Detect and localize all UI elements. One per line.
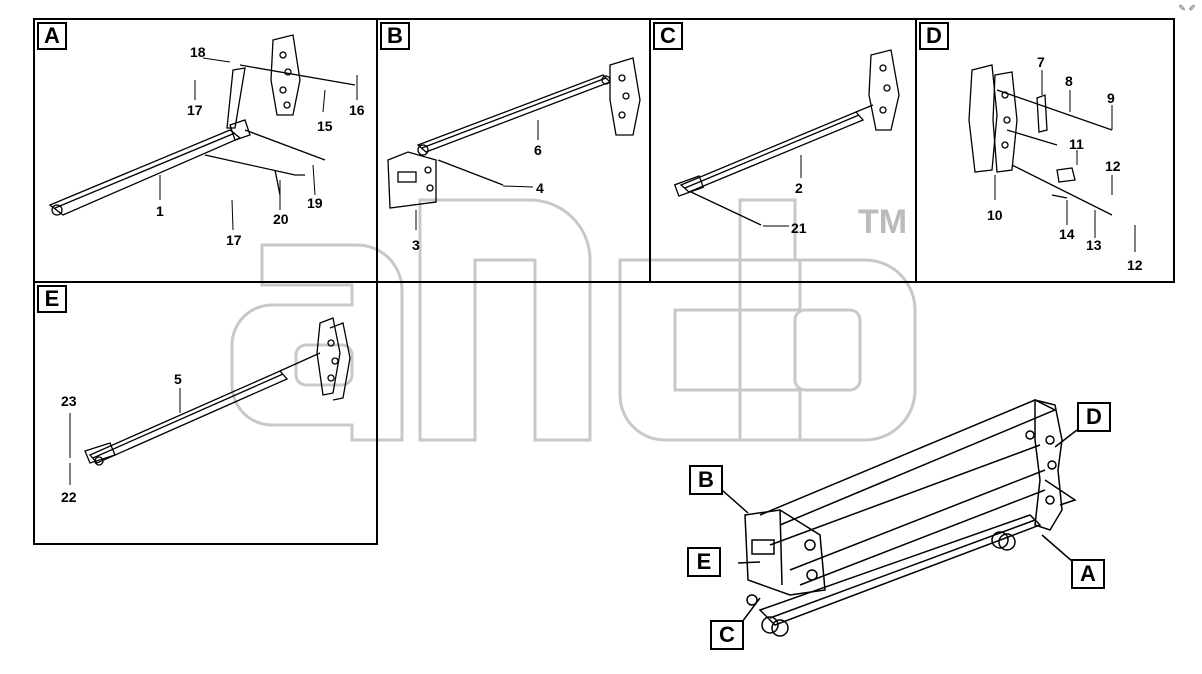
callout-23: 23 bbox=[61, 393, 77, 409]
assembly-callout-c: C bbox=[710, 620, 744, 650]
callout-7: 7 bbox=[1037, 54, 1045, 70]
callout-21: 21 bbox=[791, 220, 807, 236]
panel-e: E 5 23 22 bbox=[33, 281, 378, 545]
callout-14: 14 bbox=[1059, 226, 1075, 242]
panel-b-drawing bbox=[387, 57, 641, 230]
callout-18: 18 bbox=[190, 44, 206, 60]
corner-mark: ✎ ✐ bbox=[1178, 3, 1196, 13]
panel-e-drawing bbox=[69, 317, 351, 485]
callout-12a: 12 bbox=[1105, 158, 1121, 174]
panel-c: C 2 21 bbox=[649, 18, 917, 283]
panel-c-drawing bbox=[673, 49, 900, 227]
panel-b: B 6 4 3 bbox=[376, 18, 651, 283]
panel-a-drawing bbox=[48, 34, 358, 231]
panel-b-label: B bbox=[380, 22, 410, 50]
trademark-symbol: TM bbox=[858, 203, 908, 241]
callout-8: 8 bbox=[1065, 73, 1073, 89]
panel-d: D 7 8 9 11 12 10 14 13 12 bbox=[915, 18, 1175, 283]
callout-4: 4 bbox=[536, 180, 544, 196]
callout-13: 13 bbox=[1086, 237, 1102, 253]
callout-20: 20 bbox=[273, 211, 289, 227]
panel-d-label: D bbox=[919, 22, 949, 50]
assembly-callout-e: E bbox=[687, 547, 721, 577]
callout-19: 19 bbox=[307, 195, 323, 211]
callout-16: 16 bbox=[349, 102, 365, 118]
callout-2: 2 bbox=[795, 180, 803, 196]
panel-c-label: C bbox=[653, 22, 683, 50]
callout-5: 5 bbox=[174, 371, 182, 387]
callout-10: 10 bbox=[987, 207, 1003, 223]
assembly-callout-b: B bbox=[689, 465, 723, 495]
callout-11: 11 bbox=[1069, 136, 1084, 152]
callout-9: 9 bbox=[1107, 90, 1115, 106]
callout-1: 1 bbox=[156, 203, 164, 219]
assembly-callout-a: A bbox=[1071, 559, 1105, 589]
callout-17a: 17 bbox=[187, 102, 203, 118]
callout-6: 6 bbox=[534, 142, 542, 158]
callout-3: 3 bbox=[412, 237, 420, 253]
panel-d-drawing bbox=[968, 64, 1136, 252]
callout-15: 15 bbox=[317, 118, 333, 134]
callout-12b: 12 bbox=[1127, 257, 1143, 273]
panel-a-label: A bbox=[37, 22, 67, 50]
panel-e-label: E bbox=[37, 285, 67, 313]
assembly-callout-d: D bbox=[1077, 402, 1111, 432]
callout-22: 22 bbox=[61, 489, 77, 505]
callout-17b: 17 bbox=[226, 232, 242, 248]
